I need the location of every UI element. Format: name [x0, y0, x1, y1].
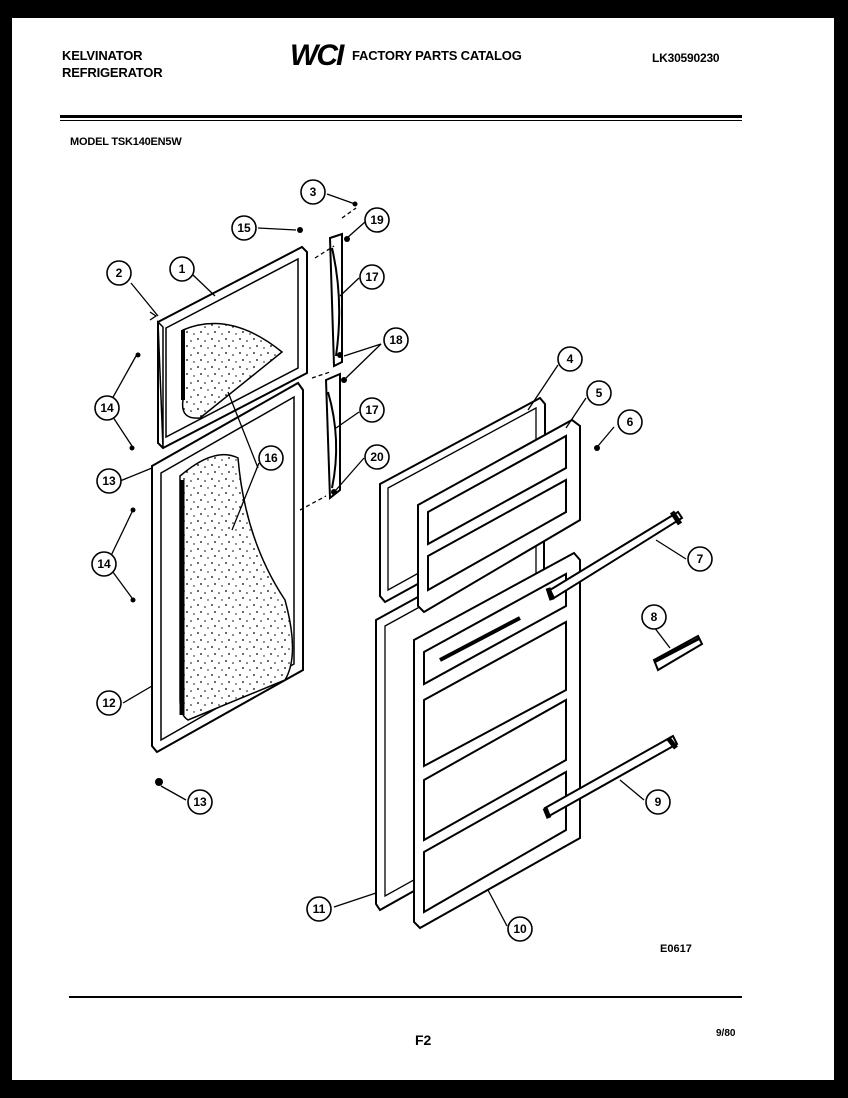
freezer-door-liner	[417, 418, 581, 614]
header-rule-thin	[60, 120, 742, 121]
svg-text:18: 18	[389, 333, 403, 347]
revision-date: 9/80	[716, 1028, 736, 1039]
product-type: REFRIGERATOR	[62, 65, 163, 80]
shelf-rail-9	[542, 734, 679, 819]
callout-17-lower: 17	[359, 397, 385, 423]
callout-3: 3	[300, 179, 326, 205]
callout-13-lower: 13	[187, 789, 213, 815]
svg-text:11: 11	[313, 902, 326, 916]
svg-text:WCI: WCI	[290, 39, 345, 70]
catalog-code: LK30590230	[652, 51, 720, 65]
callout-11: 11	[306, 896, 332, 922]
wci-logo: WCI	[290, 39, 347, 70]
hardware-screws	[129, 201, 600, 786]
brand-name: KELVINATOR	[62, 48, 143, 63]
callout-20: 20	[364, 444, 390, 470]
model-label: MODEL TSK140EN5W	[70, 136, 182, 148]
hinge-lower	[324, 372, 341, 501]
callout-9: 9	[645, 789, 671, 815]
callout-12: 12	[96, 690, 122, 716]
svg-text:6: 6	[627, 415, 634, 429]
fresh-food-door-liner	[413, 551, 581, 930]
svg-text:19: 19	[370, 213, 384, 227]
callout-1: 1	[169, 256, 195, 282]
svg-text:7: 7	[697, 552, 704, 566]
svg-text:13: 13	[193, 795, 207, 809]
callout-17-upper: 17	[359, 264, 385, 290]
svg-text:9: 9	[655, 795, 662, 809]
header-rule	[60, 115, 742, 118]
svg-text:4: 4	[567, 352, 574, 366]
svg-text:5: 5	[596, 386, 603, 400]
callout-18: 18	[383, 327, 409, 353]
callout-7: 7	[687, 546, 713, 572]
svg-text:17: 17	[365, 403, 379, 417]
callout-8: 8	[641, 604, 667, 630]
svg-text:1: 1	[179, 262, 186, 276]
page-number: F2	[415, 1032, 432, 1048]
svg-text:8: 8	[651, 610, 658, 624]
hinge-upper	[328, 232, 343, 368]
svg-text:14: 14	[100, 401, 114, 415]
callout-13-upper: 13	[96, 468, 122, 494]
catalog-page: KELVINATOR REFRIGERATOR WCI FACTORY PART…	[12, 18, 834, 1080]
callout-19: 19	[364, 207, 390, 233]
svg-text:14: 14	[97, 557, 111, 571]
callout-10: 10	[507, 916, 533, 942]
svg-text:15: 15	[237, 221, 251, 235]
callout-2: 2	[106, 260, 132, 286]
shelf-rail-8	[652, 634, 704, 672]
callout-5: 5	[586, 380, 612, 406]
lower-door-liner	[179, 453, 294, 721]
footer-rule	[69, 996, 742, 998]
callout-16: 16	[258, 445, 284, 471]
svg-text:13: 13	[102, 474, 116, 488]
svg-text:20: 20	[370, 450, 384, 464]
callout-6: 6	[617, 409, 643, 435]
callout-15: 15	[231, 215, 257, 241]
exploded-parts-diagram: 1 2 3 4 5 6 7 8 9 10 11 12 13 13 14 14 1…	[91, 179, 713, 942]
svg-text:3: 3	[310, 185, 317, 199]
callout-14-lower: 14	[91, 551, 117, 577]
svg-text:16: 16	[264, 451, 278, 465]
upper-door-liner	[181, 322, 284, 419]
svg-text:10: 10	[513, 922, 527, 936]
svg-text:2: 2	[116, 266, 123, 280]
svg-text:12: 12	[102, 696, 116, 710]
svg-text:17: 17	[365, 270, 379, 284]
shelf-rail-7	[545, 510, 684, 601]
catalog-title: FACTORY PARTS CATALOG	[352, 48, 522, 63]
drawing-number: E0617	[660, 943, 692, 955]
callout-4: 4	[557, 346, 583, 372]
callout-14-upper: 14	[94, 395, 120, 421]
leader-lines	[106, 193, 687, 927]
